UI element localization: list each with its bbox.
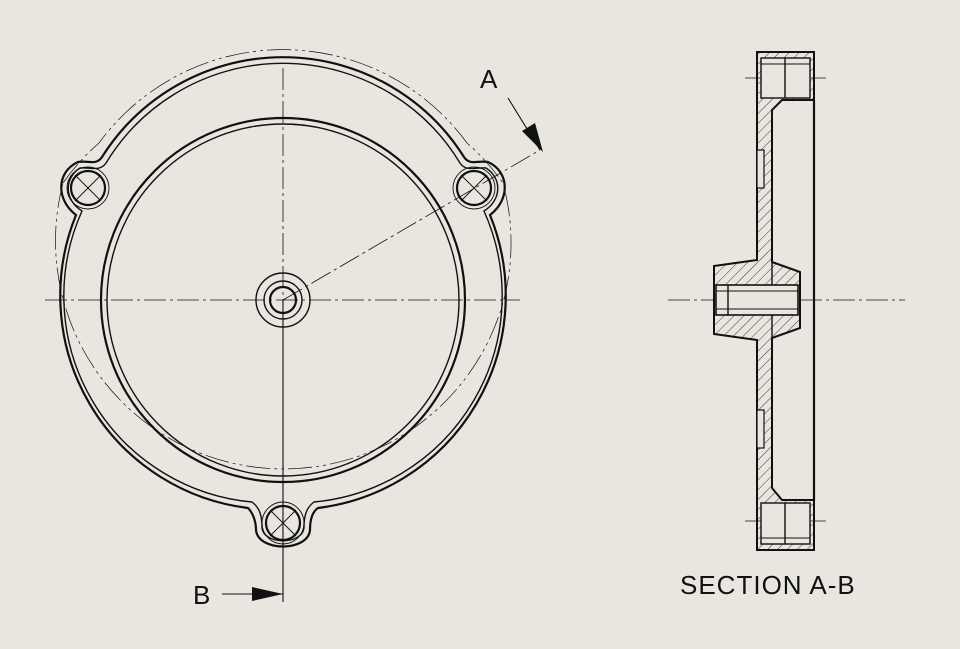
section-top-hole [760,57,811,99]
section-notch-lower [756,409,765,449]
section-arrow-a [507,97,543,152]
flange-outline-outer [59,56,507,548]
section-view [668,51,905,551]
section-label-b: B [193,580,210,610]
section-arrow-b [222,587,283,601]
bolt-hole-left [66,166,110,210]
section-bottom-hole [760,502,811,545]
bolt-hole-right [452,166,496,210]
front-view [45,49,541,602]
section-label-a: A [480,64,498,94]
section-hub-bore [715,284,799,316]
section-notch-upper [756,149,765,189]
cutting-plane-line-a [282,149,541,301]
flange-outline-inner [63,62,503,542]
section-caption: SECTION A-B [680,570,856,600]
